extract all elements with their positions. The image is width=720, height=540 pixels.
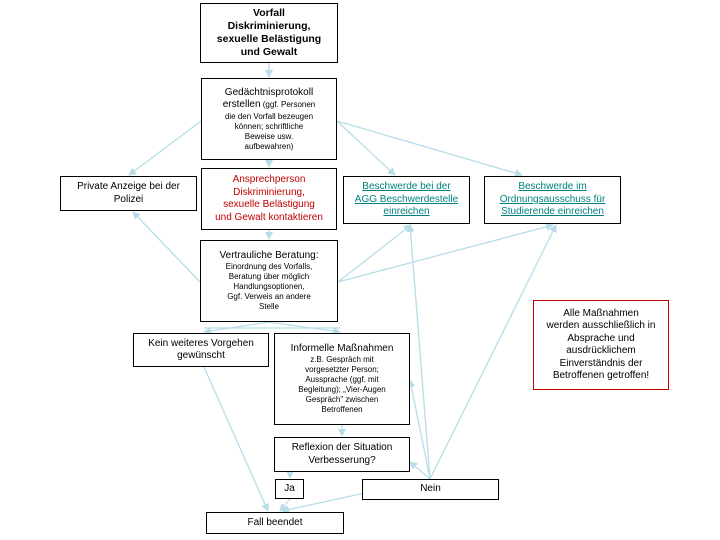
informell-title: Informelle Maßnahmen	[290, 342, 394, 354]
protocol-line-2-small: (ggf. Personen	[260, 100, 316, 109]
ansprech-line-3: sexuelle Belästigung	[223, 199, 315, 210]
beratung-title: Vertrauliche Beratung:	[219, 249, 319, 261]
ordnung-link-line-3[interactable]: Studierende einreichen	[501, 206, 604, 218]
note-line-5: Einverständnis der	[559, 357, 643, 369]
protocol-small-1: die den Vorfall bezeugen	[224, 111, 314, 121]
note-line-6: Betroffenen getroffen!	[552, 370, 650, 381]
consent-note-box: Alle Maßnahmen werden ausschließlich in …	[533, 300, 669, 390]
ja-box: Ja	[275, 479, 304, 499]
arrow-nein-to-agg	[406, 224, 431, 480]
ansprech-line-4: und Gewalt kontaktieren	[215, 211, 323, 223]
kein-line-2: gewünscht	[177, 350, 225, 361]
nein-box: Nein	[362, 479, 499, 500]
agg-link-line-2[interactable]: AGG Beschwerdestelle	[354, 193, 459, 205]
incident-line-4: und Gewalt	[240, 46, 298, 59]
arrow-ja-to-fall	[279, 498, 291, 512]
informelle-massnahmen-box: Informelle Maßnahmen z.B. Gespräch mit v…	[274, 333, 410, 425]
reflexion-box: Reflexion der Situation Verbesserung?	[274, 437, 410, 472]
ansprechperson-box: Ansprechperson Diskriminierung, sexuelle…	[201, 168, 337, 230]
note-line-4: ausdrücklichem	[566, 345, 636, 356]
ordnung-link-line-1[interactable]: Beschwerde im	[518, 181, 587, 193]
private-line-2: Polizei	[113, 193, 144, 205]
protocol-line-1: Gedächtnisprotokoll	[224, 86, 314, 98]
protocol-line-2: erstellen	[222, 99, 261, 110]
informell-small-5: Gespräch" zwischen	[305, 395, 379, 405]
arrow-beratung-to-kein	[203, 321, 270, 335]
beratung-small-3: Handlungsoptionen,	[233, 282, 305, 292]
informell-small-2: vorgesetzter Person;	[305, 365, 379, 375]
note-line-3: Absprache und	[567, 332, 635, 344]
protocol-small-3: Beweise usw.	[244, 131, 294, 141]
protocol-small-2: können; schriftliche	[234, 121, 304, 131]
arrow-beratung-to-agg	[337, 224, 412, 283]
protocol-small-4: aufbewahren)	[244, 141, 294, 151]
arrow-kein-to-fall	[203, 366, 269, 512]
ordnungsausschuss-box[interactable]: Beschwerde im Ordnungsausschuss für Stud…	[484, 176, 621, 224]
agg-link-line-3[interactable]: einreichen	[383, 206, 430, 218]
beratung-small-5: Stelle	[258, 302, 279, 312]
arrow-protocol-to-ordnung	[336, 120, 523, 177]
reflexion-line-1: Reflexion der Situation	[291, 442, 393, 453]
incident-line-2: Diskriminierung,	[227, 19, 311, 32]
incident-box: Vorfall Diskriminierung, sexuelle Beläst…	[200, 3, 338, 63]
ansprech-line-1: Ansprechperson	[232, 174, 306, 185]
kein-line-1: Kein weiteres Vorgehen	[148, 337, 254, 349]
kein-weiteres-vorgehen-box: Kein weiteres Vorgehen gewünscht	[133, 333, 269, 367]
ansprech-line-2: Diskriminierung,	[233, 186, 305, 198]
protocol-box: Gedächtnisprotokoll erstellen (ggf. Pers…	[201, 78, 337, 160]
fall-beendet-label: Fall beendet	[247, 516, 303, 528]
beratung-small-2: Beratung über möglich	[228, 272, 310, 282]
reflexion-line-2: Verbesserung?	[308, 454, 376, 466]
vertrauliche-beratung-box: Vertrauliche Beratung: Einordnung des Vo…	[200, 240, 338, 322]
ordnung-link-line-2[interactable]: Ordnungsausschuss für	[499, 193, 606, 205]
arrow-beratung-to-ordnung	[337, 222, 554, 283]
informell-small-6: Betroffenen	[321, 405, 363, 415]
informell-small-3: Aussprache (ggf. mit	[305, 375, 379, 385]
arrow-nein-to-reflexion	[409, 461, 431, 480]
agg-beschwerde-box[interactable]: Beschwerde bei der AGG Beschwerdestelle …	[343, 176, 470, 224]
incident-line-1: Vorfall	[253, 6, 285, 19]
informell-small-4: Begleitung); „Vier-Augen	[298, 385, 386, 395]
informell-small-1: z.B. Gespräch mit	[310, 355, 374, 365]
ja-label: Ja	[284, 482, 295, 494]
beratung-small-1: Einordnung des Vorfalls,	[225, 262, 313, 272]
beratung-small-4: Ggf. Verweis an andere	[227, 292, 311, 302]
arrow-protocol-to-private	[128, 120, 202, 176]
incident-line-3: sexuelle Belästigung	[216, 33, 322, 45]
protocol-line-2-wrap: erstellen (ggf. Personen	[223, 99, 316, 112]
private-anzeige-box: Private Anzeige bei der Polizei	[60, 176, 197, 211]
arrow-beratung-to-informell	[268, 321, 341, 335]
private-line-1: Private Anzeige bei der	[77, 181, 180, 192]
nein-label: Nein	[420, 483, 441, 495]
arrow-protocol-to-agg	[336, 120, 396, 176]
arrow-nein-to-informell	[407, 379, 431, 480]
note-line-1: Alle Maßnahmen	[563, 307, 639, 319]
arrow-beratung-to-private	[132, 211, 201, 283]
fall-beendet-box: Fall beendet	[206, 512, 344, 534]
agg-link-line-1[interactable]: Beschwerde bei der	[362, 181, 451, 193]
note-line-2: werden ausschließlich in	[546, 320, 656, 331]
